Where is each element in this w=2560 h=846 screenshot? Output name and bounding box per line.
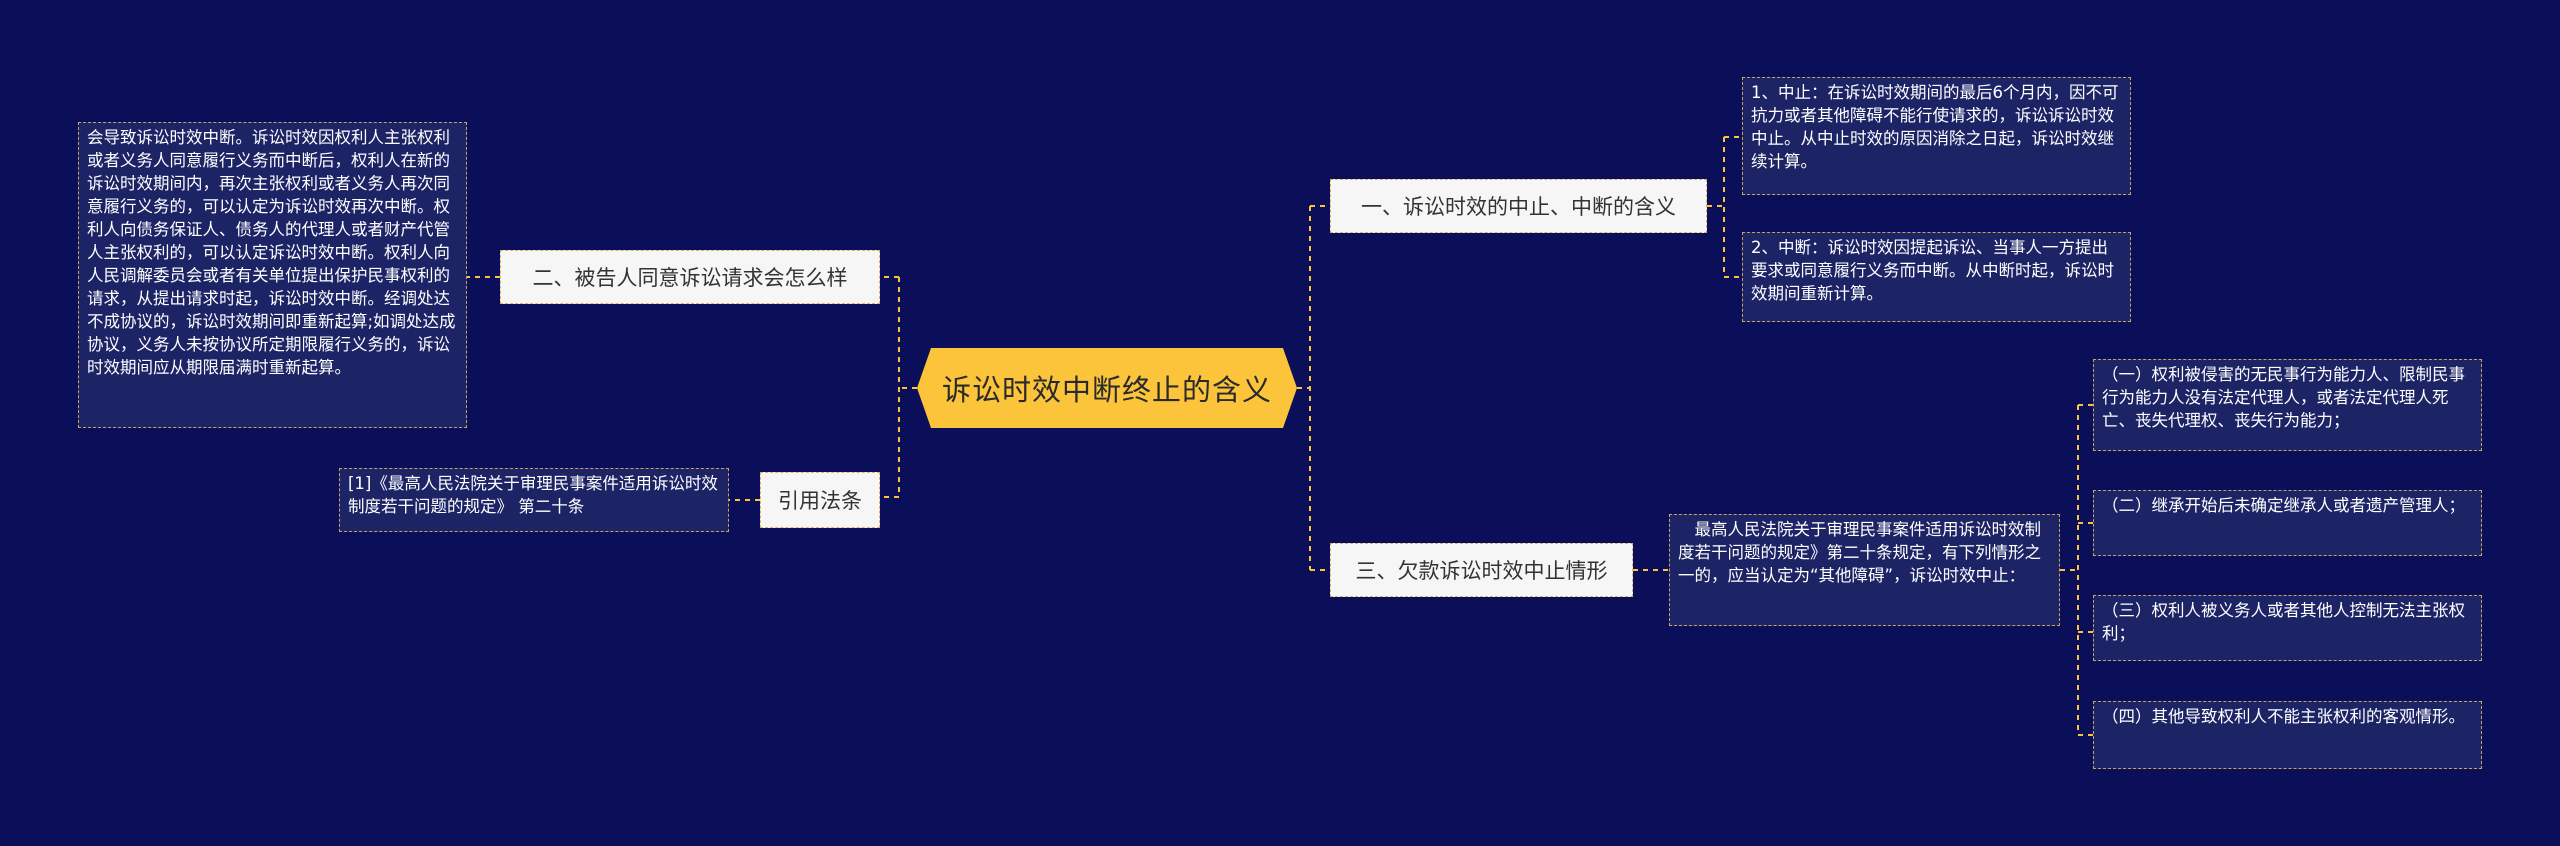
leaf-text: （四）其他导致权利人不能主张权利的客观情形。 xyxy=(2102,707,2465,726)
leaf-text: 2、中断：诉讼时效因提起诉讼、当事人一方提出要求或同意履行义务而中断。从中断时起… xyxy=(1751,238,2114,303)
leaf-suspension-definition[interactable]: 1、中止：在诉讼时效期间的最后6个月内，因不可抗力或者其他障碍不能行使请求的，诉… xyxy=(1742,77,2131,195)
leaf-other-obstacles-intro[interactable]: 最高人民法院关于审理民事案件适用诉讼时效制度若干问题的规定》第二十条规定，有下列… xyxy=(1669,514,2060,626)
leaf-text: 1、中止：在诉讼时效期间的最后6个月内，因不可抗力或者其他障碍不能行使请求的，诉… xyxy=(1751,83,2119,171)
leaf-text: [1]《最高人民法院关于审理民事案件适用诉讼时效制度若干问题的规定》 第二十条 xyxy=(348,474,718,516)
leaf-case-item-3[interactable]: （三）权利人被义务人或者其他人控制无法主张权利； xyxy=(2093,595,2482,661)
leaf-case-item-4[interactable]: （四）其他导致权利人不能主张权利的客观情形。 xyxy=(2093,701,2482,769)
branch-plaintiff-consent[interactable]: 二、被告人同意诉讼请求会怎么样 xyxy=(500,250,880,304)
branch-label: 二、被告人同意诉讼请求会怎么样 xyxy=(532,266,848,290)
leaf-interruption-detail[interactable]: 会导致诉讼时效中断。诉讼时效因权利人主张权利或者义务人同意履行义务而中断后，权利… xyxy=(78,122,467,428)
branch-label: 三、欠款诉讼时效中止情形 xyxy=(1355,559,1608,583)
branch-suspension-cases[interactable]: 三、欠款诉讼时效中止情形 xyxy=(1330,543,1633,597)
branch-meaning[interactable]: 一、诉讼时效的中止、中断的含义 xyxy=(1330,179,1707,233)
branch-cited-law[interactable]: 引用法条 xyxy=(760,472,880,528)
leaf-text: 会导致诉讼时效中断。诉讼时效因权利人主张权利或者义务人同意履行义务而中断后，权利… xyxy=(87,128,456,377)
leaf-text: （三）权利人被义务人或者其他人控制无法主张权利； xyxy=(2102,601,2465,643)
leaf-text: 最高人民法院关于审理民事案件适用诉讼时效制度若干问题的规定》第二十条规定，有下列… xyxy=(1678,520,2041,585)
leaf-text: （一）权利被侵害的无民事行为能力人、限制民事行为能力人没有法定代理人，或者法定代… xyxy=(2102,365,2465,430)
central-topic[interactable]: 诉讼时效中断终止的含义 xyxy=(917,348,1297,428)
central-topic-title: 诉讼时效中断终止的含义 xyxy=(941,373,1272,407)
leaf-case-item-2[interactable]: （二）继承开始后未确定继承人或者遗产管理人； xyxy=(2093,490,2482,556)
branch-label: 引用法条 xyxy=(778,489,862,513)
leaf-interruption-definition[interactable]: 2、中断：诉讼时效因提起诉讼、当事人一方提出要求或同意履行义务而中断。从中断时起… xyxy=(1742,232,2131,322)
leaf-case-item-1[interactable]: （一）权利被侵害的无民事行为能力人、限制民事行为能力人没有法定代理人，或者法定代… xyxy=(2093,359,2482,451)
branch-label: 一、诉讼时效的中止、中断的含义 xyxy=(1361,195,1676,219)
leaf-law-citation[interactable]: [1]《最高人民法院关于审理民事案件适用诉讼时效制度若干问题的规定》 第二十条 xyxy=(339,468,729,532)
leaf-text: （二）继承开始后未确定继承人或者遗产管理人； xyxy=(2102,496,2465,515)
